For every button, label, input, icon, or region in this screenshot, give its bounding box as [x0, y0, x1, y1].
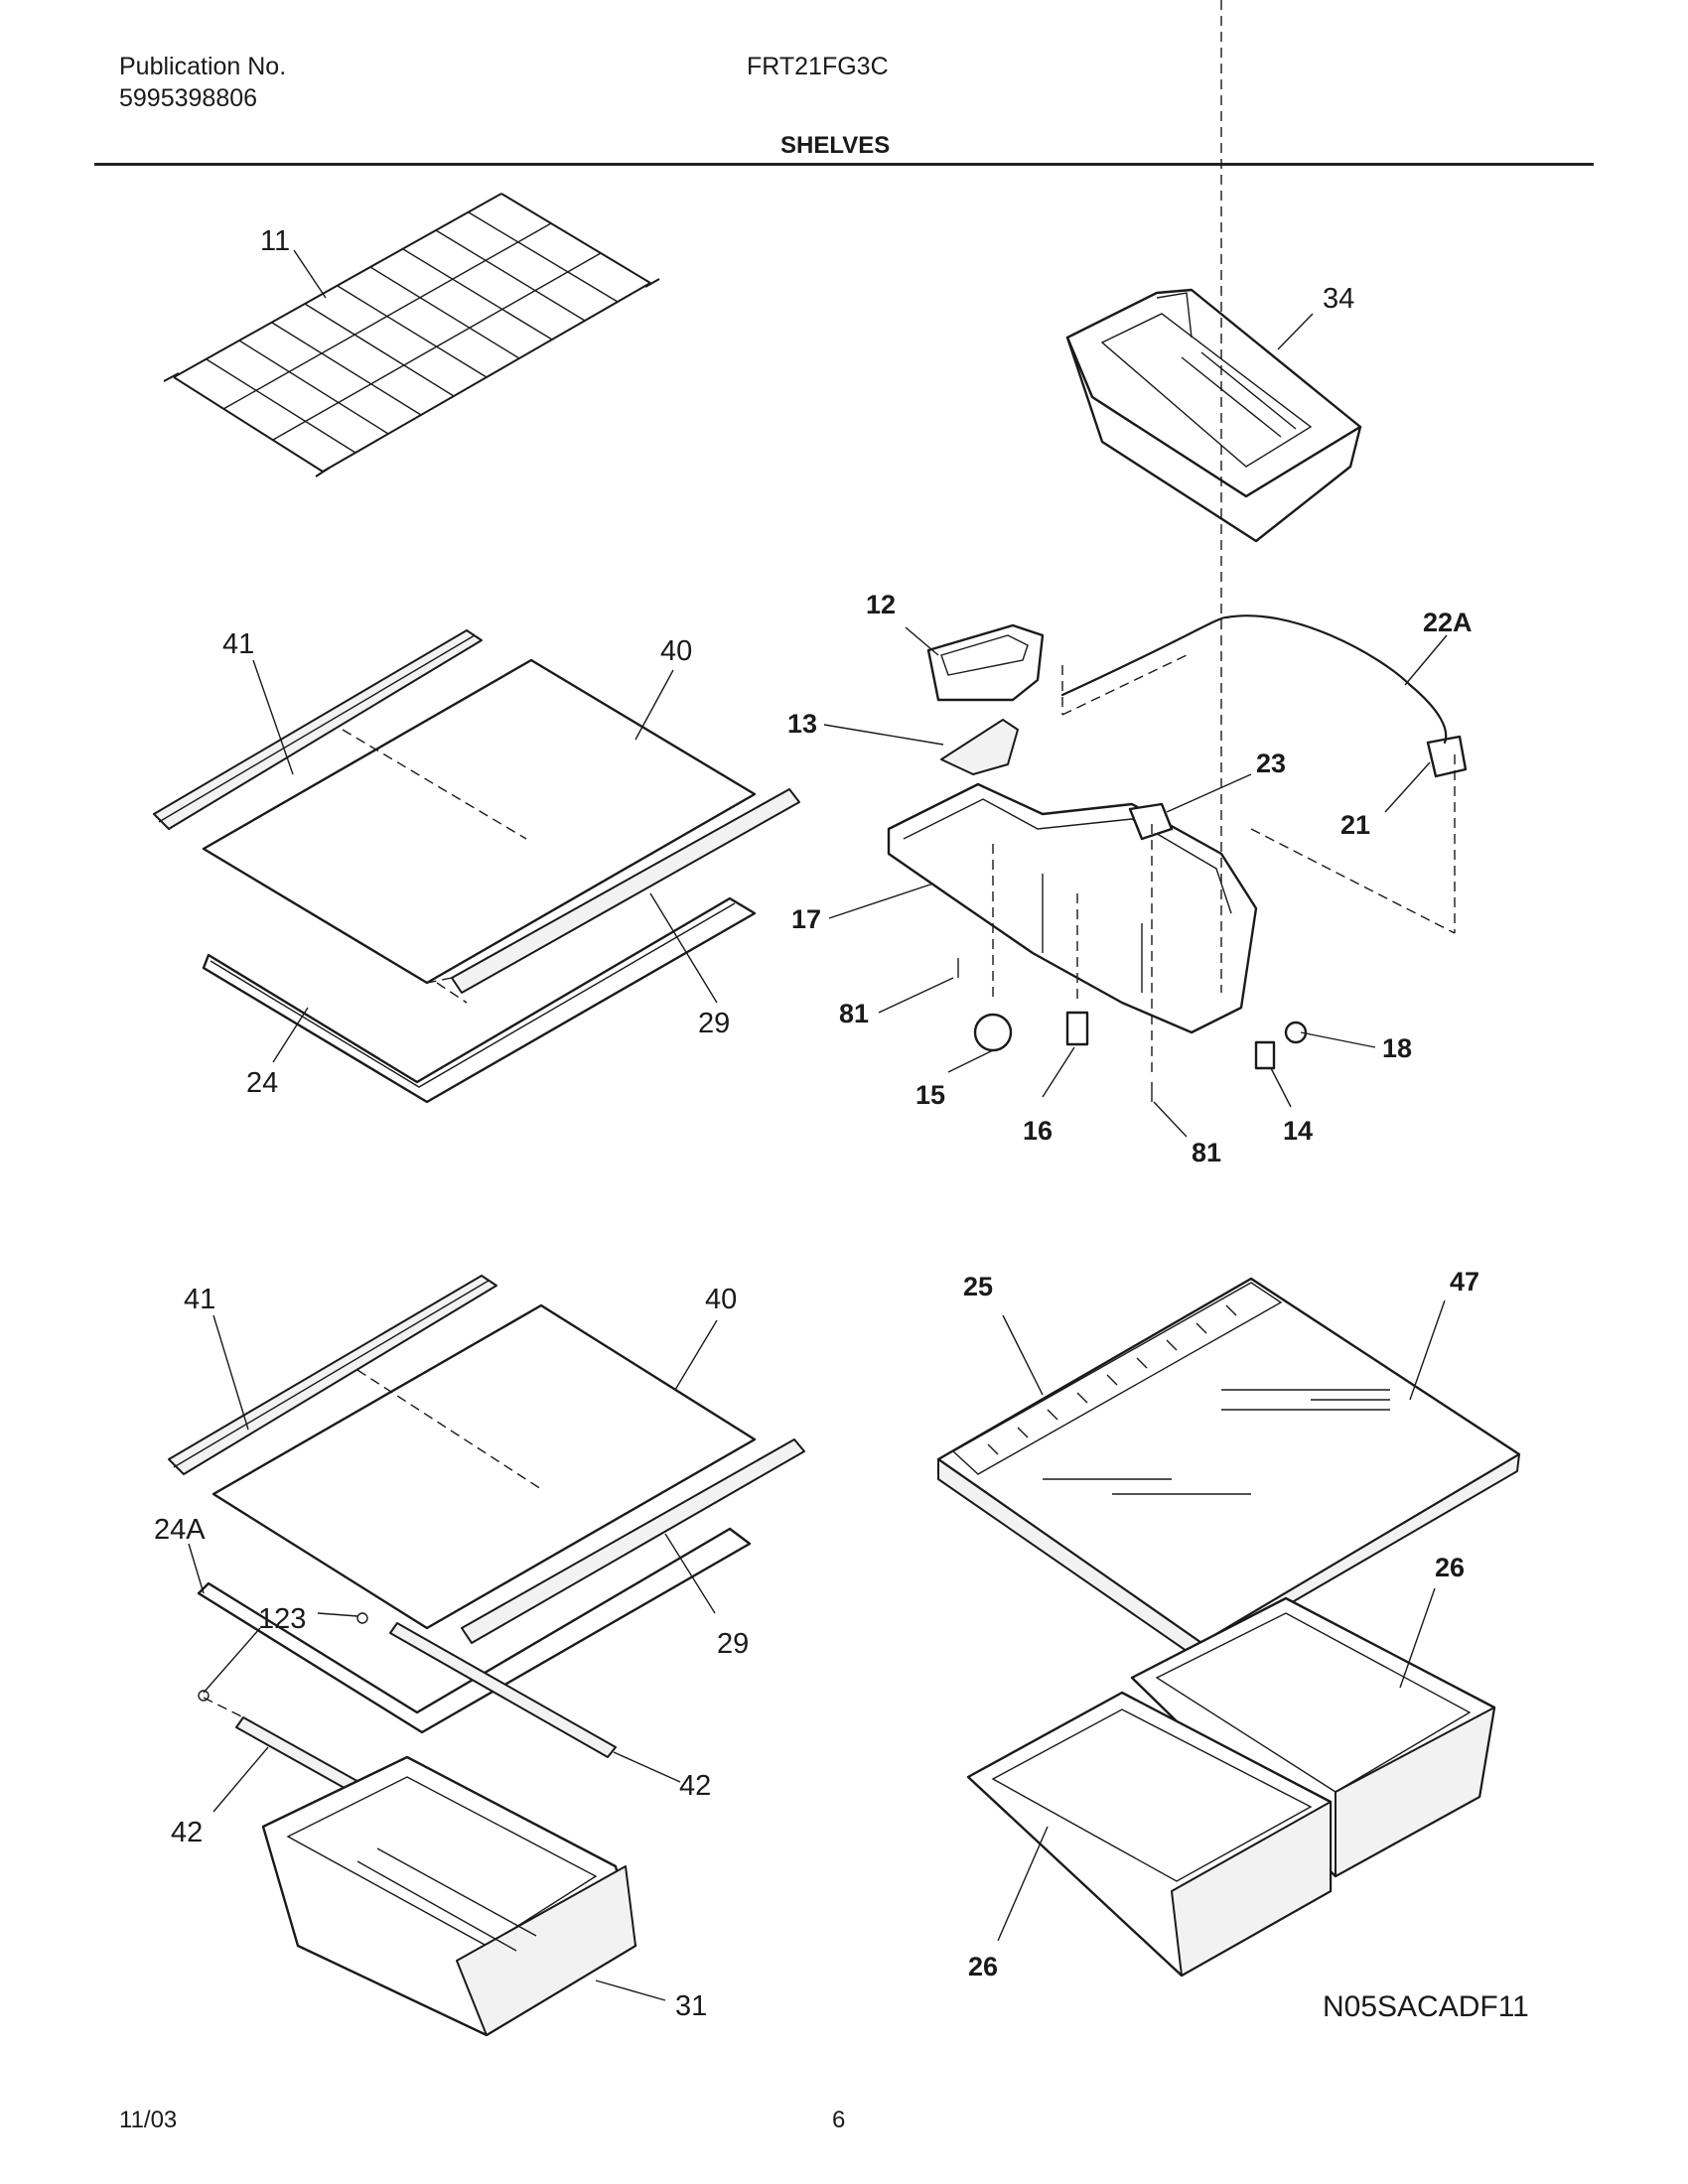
callout-34: 34: [1323, 283, 1354, 315]
callout-41-lower: 41: [184, 1284, 215, 1315]
page-number: 6: [832, 2107, 846, 2133]
drawing-id: N05SACADF11: [1323, 1990, 1529, 2023]
callout-42-right: 42: [679, 1770, 711, 1802]
callout-23: 23: [1256, 749, 1286, 778]
callout-11: 11: [260, 225, 290, 257]
callout-29-lower: 29: [717, 1628, 749, 1660]
callout-123: 123: [258, 1603, 306, 1635]
publication-label: Publication No.: [119, 53, 287, 80]
footer-date: 11/03: [119, 2107, 178, 2133]
callout-41-upper: 41: [222, 628, 254, 660]
callout-42-left: 42: [171, 1817, 203, 1848]
publication-number: 5995398806: [119, 84, 258, 112]
callout-29-upper: 29: [698, 1008, 730, 1039]
callout-81-right: 81: [1192, 1138, 1221, 1167]
callout-81-left: 81: [839, 999, 869, 1028]
callout-18: 18: [1382, 1033, 1412, 1063]
model-number: FRT21FG3C: [747, 53, 889, 80]
callout-13: 13: [787, 709, 817, 739]
callout-16: 16: [1023, 1116, 1053, 1146]
section-title: SHELVES: [780, 132, 891, 159]
wire-shelf-11: [163, 193, 660, 478]
callout-26-left: 26: [968, 1952, 998, 1981]
callout-15: 15: [915, 1080, 945, 1110]
shelf-assembly-upper: [153, 629, 800, 1104]
callout-47: 47: [1450, 1267, 1479, 1297]
callout-25: 25: [963, 1272, 993, 1301]
callout-40-upper: 40: [660, 635, 692, 667]
callout-26-right: 26: [1435, 1553, 1465, 1582]
callout-14: 14: [1283, 1116, 1313, 1146]
callout-40-lower: 40: [705, 1284, 737, 1315]
shelf-assembly-lower: [168, 1275, 805, 2037]
crisper-cover-and-drawers: [936, 1277, 1521, 1978]
callout-17: 17: [791, 904, 821, 934]
callout-12: 12: [866, 590, 896, 619]
basket-34: [1065, 288, 1362, 543]
light-control-housing: [887, 0, 1468, 1102]
callout-24: 24: [246, 1067, 278, 1099]
callout-22A: 22A: [1423, 608, 1473, 637]
callout-21: 21: [1340, 810, 1370, 840]
callout-31: 31: [675, 1990, 707, 2022]
header-rule: [94, 163, 1594, 166]
callout-24A: 24A: [154, 1514, 206, 1546]
